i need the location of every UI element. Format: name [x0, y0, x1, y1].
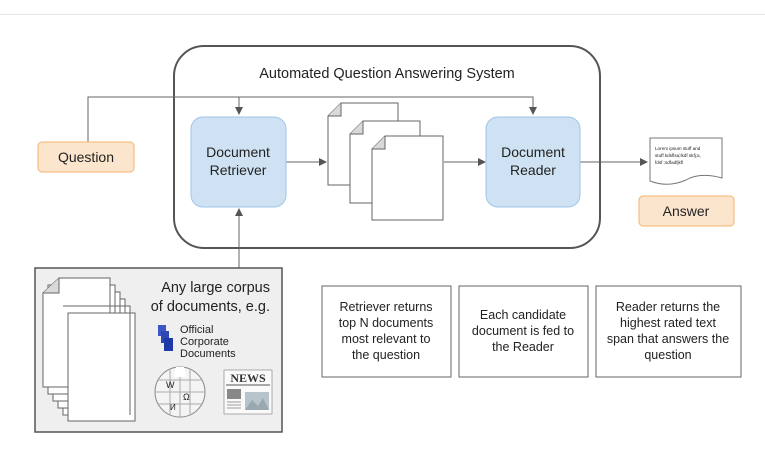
newspaper-icon: NEWS	[223, 369, 273, 415]
svg-text:W: W	[166, 380, 175, 390]
question-to-retriever-line	[87, 96, 243, 142]
news-masthead: NEWS	[230, 371, 266, 385]
snippet-line-1: Lorem ipsum stuff and	[655, 146, 701, 151]
note-candidate: Each candidate document is fed to the Re…	[458, 285, 589, 378]
question-label: Question	[58, 149, 114, 165]
official-line-1: Official	[180, 324, 213, 336]
note-reader: Reader returns the highest rated text sp…	[595, 285, 742, 378]
note-3-line-1: Reader returns the	[616, 300, 720, 314]
note-retriever: Retriever returns top N documents most r…	[321, 285, 452, 378]
svg-text:Ω: Ω	[183, 392, 190, 402]
note-2-line-2: document is fed to	[472, 324, 574, 338]
top-divider	[0, 0, 765, 15]
official-line-2: Corporate	[180, 336, 229, 348]
reader-line2: Reader	[510, 162, 556, 178]
corpus-page-edges	[63, 305, 136, 422]
candidate-documents	[327, 102, 444, 221]
note-2-line-1: Each candidate	[480, 308, 566, 322]
question-to-reader-line	[239, 96, 537, 115]
note-1-line-4: the question	[352, 348, 420, 362]
official-documents-logo: Official Corporate Documents	[158, 324, 236, 360]
snippet-line-3: fdsf ;sdfadfjkfl	[655, 160, 683, 165]
answer-snippet: Lorem ipsum stuff and stuff kdsflsa;lkdf…	[649, 137, 723, 185]
note-1-line-3: most relevant to	[342, 332, 431, 346]
official-line-3: Documents	[180, 348, 236, 360]
system-container	[173, 45, 601, 249]
retriever-line2: Retriever	[210, 162, 267, 178]
corpus-line2: of documents, e.g.	[151, 299, 270, 315]
note-3-line-3: span that answers the	[607, 332, 729, 346]
answer-label: Answer	[663, 203, 710, 219]
note-1-line-2: top N documents	[339, 316, 434, 330]
note-2-line-3: the Reader	[492, 340, 554, 354]
corpus-panel: Any large corpus of documents, e.g. Offi…	[34, 267, 283, 433]
note-3-line-2: highest rated text	[620, 316, 716, 330]
document-reader: Document Reader	[485, 116, 581, 208]
system-title: Automated Question Answering System	[259, 66, 515, 82]
candidate-doc-3	[371, 135, 444, 221]
wikipedia-globe-icon: W Ω И	[154, 366, 206, 418]
svg-text:И: И	[170, 403, 176, 412]
answer-box: Answer	[638, 195, 735, 227]
retriever-line1: Document	[206, 144, 270, 160]
connectors	[87, 96, 648, 268]
snippet-line-2: stuff kdsflsa;lkdf skfj;a,	[655, 153, 701, 158]
reader-line1: Document	[501, 144, 565, 160]
question-box: Question	[37, 141, 135, 173]
corpus-line1: Any large corpus	[161, 280, 270, 296]
note-1-line-1: Retriever returns	[339, 300, 432, 314]
note-3-line-4: question	[644, 348, 691, 362]
document-retriever: Document Retriever	[190, 116, 287, 208]
